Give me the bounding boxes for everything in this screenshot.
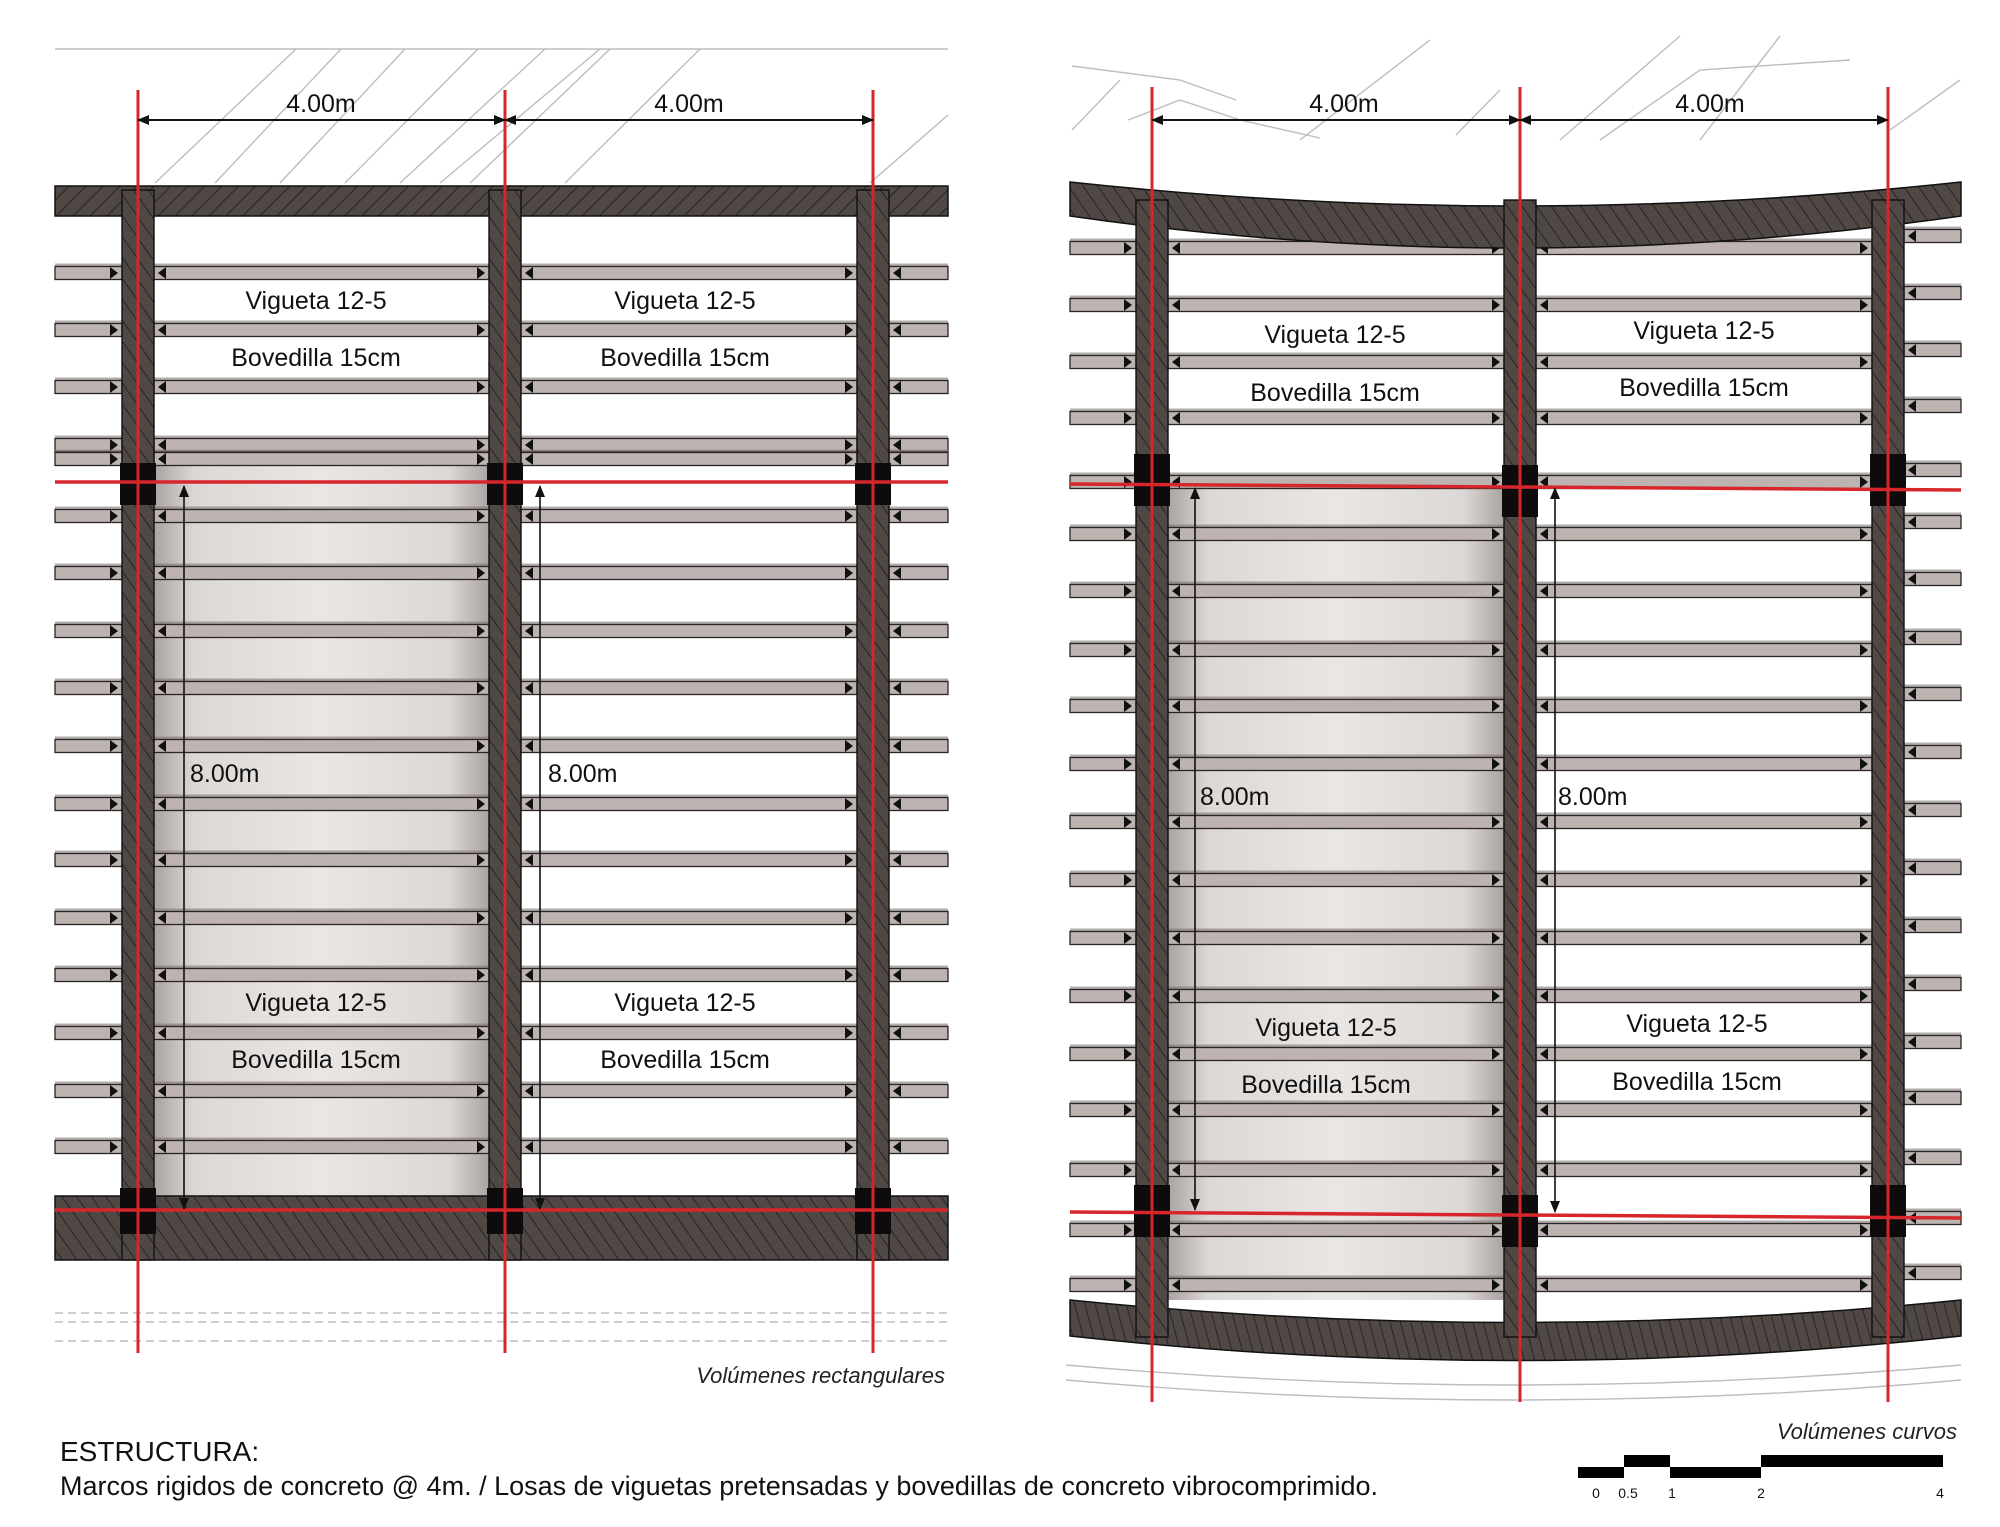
scale-tick: 0.5: [1618, 1485, 1638, 1501]
block-label: Bovedilla 15cm: [1241, 1071, 1411, 1099]
bay-width-dimension-2: 4.00m: [1675, 90, 1745, 118]
joist-label: Vigueta 12-5: [1255, 1014, 1397, 1042]
scale-tick: 2: [1757, 1485, 1765, 1501]
joist-label: Vigueta 12-5: [1626, 1010, 1768, 1038]
block-label: Bovedilla 15cm: [231, 1046, 401, 1074]
curved-volumes-plan: [1069, 87, 1962, 1402]
panel-caption-curved: Volúmenes curvos: [1776, 1419, 1957, 1444]
bay-width-dimension-1: 4.00m: [286, 90, 356, 118]
scale-tick: 0: [1592, 1485, 1600, 1501]
joist-label: Vigueta 12-5: [245, 989, 387, 1017]
block-label: Bovedilla 15cm: [1250, 379, 1420, 407]
structure-description: Marcos rigidos de concreto @ 4m. / Losas…: [60, 1471, 1379, 1501]
bay-width-dimension-2: 4.00m: [654, 90, 724, 118]
block-label: Bovedilla 15cm: [1612, 1068, 1782, 1096]
bay-height-dimension-2: 8.00m: [548, 760, 618, 788]
joist-label: Vigueta 12-5: [1264, 321, 1406, 349]
scale-tick: 1: [1668, 1485, 1676, 1501]
bay-height-dimension-1: 8.00m: [190, 760, 260, 788]
structure-title: ESTRUCTURA:: [60, 1436, 260, 1467]
block-label: Bovedilla 15cm: [1619, 374, 1789, 402]
joist-label: Vigueta 12-5: [1633, 317, 1775, 345]
joist-label: Vigueta 12-5: [614, 287, 756, 315]
scale-tick: 4: [1936, 1485, 1944, 1501]
block-label: Bovedilla 15cm: [600, 344, 770, 372]
bay-height-dimension-1: 8.00m: [1200, 783, 1270, 811]
site-context-linework: [55, 35, 1962, 1401]
bay-width-dimension-1: 4.00m: [1309, 90, 1379, 118]
bay-height-dimension-2: 8.00m: [1558, 783, 1628, 811]
joist-label: Vigueta 12-5: [245, 287, 387, 315]
block-label: Bovedilla 15cm: [600, 1046, 770, 1074]
rectangular-volumes-plan: [54, 90, 949, 1353]
scale-bar: [1578, 1455, 1943, 1478]
panel-caption-rectangular: Volúmenes rectangulares: [696, 1363, 945, 1388]
joist-label: Vigueta 12-5: [614, 989, 756, 1017]
block-label: Bovedilla 15cm: [231, 344, 401, 372]
